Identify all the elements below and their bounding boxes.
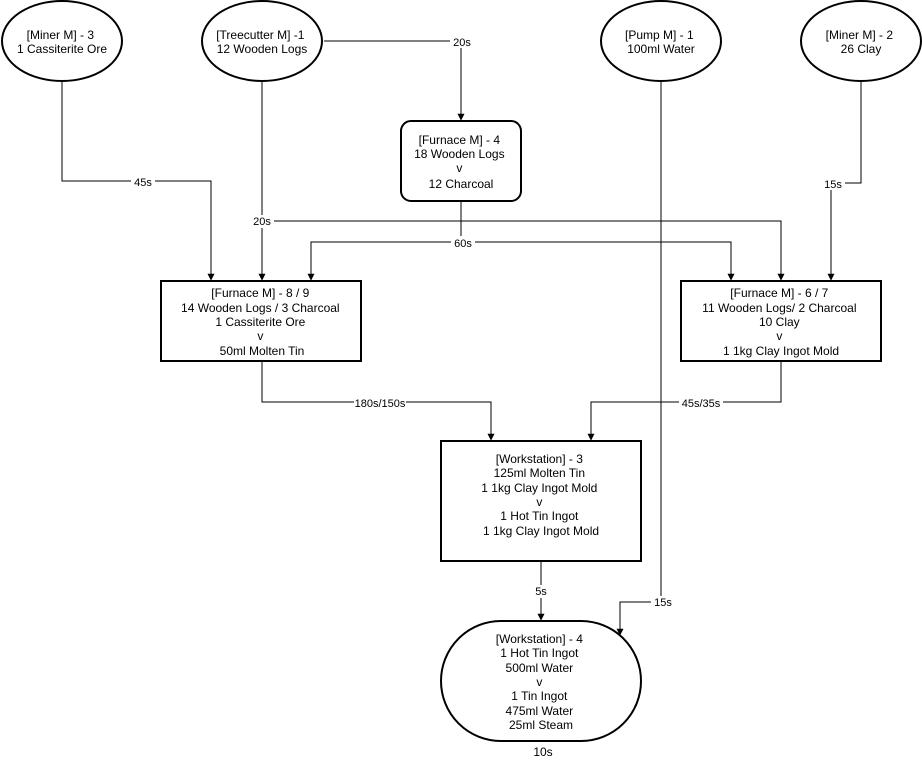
- node-line: 25ml Steam: [509, 718, 573, 732]
- edge-treecutter-to-furnace4: [324, 40, 465, 121]
- node-line: [Furnace M] - 8 / 9: [211, 286, 309, 300]
- node-furnace67[interactable]: [Furnace M] - 6 / 7 11 Wooden Logs/ 2 Ch…: [680, 280, 882, 362]
- edge-label: 15s: [654, 597, 672, 609]
- edge-pump-to-ws4: [616, 82, 662, 636]
- node-line: 1 1kg Clay Ingot Mold: [483, 524, 599, 538]
- node-line: 1 Hot Tin Ingot: [500, 509, 579, 523]
- node-line: [Workstation] - 3: [496, 452, 583, 466]
- node-line: [Miner M] - 3: [27, 28, 95, 42]
- node-line: 10 Clay: [759, 315, 800, 329]
- node-line: 26 Clay: [841, 42, 882, 56]
- edge-charcoal-to-furnace67: [461, 241, 735, 281]
- edge-label: 20s: [253, 216, 271, 228]
- node-line: v: [456, 161, 462, 175]
- edge-label: 45s/35s: [682, 398, 721, 410]
- node-line: 1 1kg Clay Ingot Mold: [723, 344, 839, 358]
- node-line: 18 Wooden Logs: [414, 147, 505, 161]
- node-furnace67-text: [Furnace M] - 6 / 7 11 Wooden Logs/ 2 Ch…: [702, 286, 860, 358]
- node-miner3[interactable]: [Miner M] - 3 1 Cassiterite Ore: [1, 0, 123, 82]
- node-line: v: [536, 495, 542, 509]
- node-miner2-text: [Miner M] - 2 26 Clay: [826, 28, 897, 56]
- node-line: 500ml Water: [506, 661, 574, 675]
- edge-label: 5s: [535, 586, 547, 598]
- node-line: 50ml Molten Tin: [220, 344, 305, 358]
- node-treecutter1-text: [Treecutter M] -1 12 Wooden Logs: [216, 28, 308, 56]
- node-line: v: [257, 329, 263, 343]
- edge-miner2-to-furnace67: [827, 82, 862, 281]
- node-line: [Treecutter M] -1: [216, 28, 305, 42]
- node-line: [Workstation] - 4: [496, 632, 583, 646]
- node-furnace4-text: [Furnace M] - 4 18 Wooden Logs v 12 Char…: [414, 133, 508, 191]
- node-pump1-text: [Pump M] - 1 100ml Water: [625, 28, 697, 56]
- node-line: 1 Cassiterite Ore: [215, 315, 305, 329]
- edge-label: 60s: [454, 238, 472, 250]
- node-line: 1 1kg Clay Ingot Mold: [481, 481, 597, 495]
- node-furnace4[interactable]: [Furnace M] - 4 18 Wooden Logs v 12 Char…: [400, 120, 522, 202]
- node-line: 12 Charcoal: [429, 177, 494, 191]
- node-miner3-text: [Miner M] - 3 1 Cassiterite Ore: [17, 28, 107, 56]
- node-line: [Pump M] - 1: [625, 28, 694, 42]
- node-workstation4[interactable]: [Workstation] - 4 1 Hot Tin Ingot 500ml …: [440, 620, 642, 742]
- node-workstation3-text: [Workstation] - 3 125ml Molten Tin 1 1kg…: [481, 452, 600, 538]
- node-workstation3[interactable]: [Workstation] - 3 125ml Molten Tin 1 1kg…: [440, 440, 642, 562]
- workstation4-time-label: 10s: [533, 745, 552, 759]
- node-pump1[interactable]: [Pump M] - 1 100ml Water: [600, 0, 722, 82]
- node-line: 1 Cassiterite Ore: [17, 42, 107, 56]
- node-furnace89[interactable]: [Furnace M] - 8 / 9 14 Wooden Logs / 3 C…: [160, 280, 362, 362]
- node-line: 1 Tin Ingot: [511, 689, 568, 703]
- node-furnace89-text: [Furnace M] - 8 / 9 14 Wooden Logs / 3 C…: [181, 286, 343, 358]
- edge-label: 15s: [824, 179, 842, 191]
- edge-treecutter-to-furnace67: [262, 220, 785, 281]
- edge-label: 180s/150s: [355, 398, 406, 410]
- node-line: 11 Wooden Logs/ 2 Charcoal: [702, 301, 856, 315]
- node-line: 475ml Water: [506, 704, 574, 718]
- node-line: 1 Hot Tin Ingot: [500, 646, 579, 660]
- node-line: 12 Wooden Logs: [217, 42, 308, 56]
- node-line: 125ml Molten Tin: [494, 466, 585, 480]
- node-line: [Furnace M] - 6 / 7: [730, 286, 828, 300]
- node-line: v: [536, 675, 542, 689]
- node-line: v: [776, 329, 782, 343]
- edge-label: 20s: [453, 37, 471, 49]
- node-workstation4-text: [Workstation] - 4 1 Hot Tin Ingot 500ml …: [496, 632, 586, 732]
- edge-charcoal-to-furnace89: [307, 241, 461, 281]
- node-line: 14 Wooden Logs / 3 Charcoal: [181, 301, 340, 315]
- node-treecutter1[interactable]: [Treecutter M] -1 12 Wooden Logs: [201, 0, 323, 82]
- node-line: [Furnace M] - 4: [419, 133, 501, 147]
- node-line: [Miner M] - 2: [826, 28, 894, 42]
- edge-labels: 20s 45s 20s 60s 15s 180s/150s 45s/35s 5s…: [131, 35, 845, 609]
- node-line: 100ml Water: [627, 42, 695, 56]
- edge-label: 45s: [134, 177, 152, 189]
- node-miner2[interactable]: [Miner M] - 2 26 Clay: [800, 0, 922, 82]
